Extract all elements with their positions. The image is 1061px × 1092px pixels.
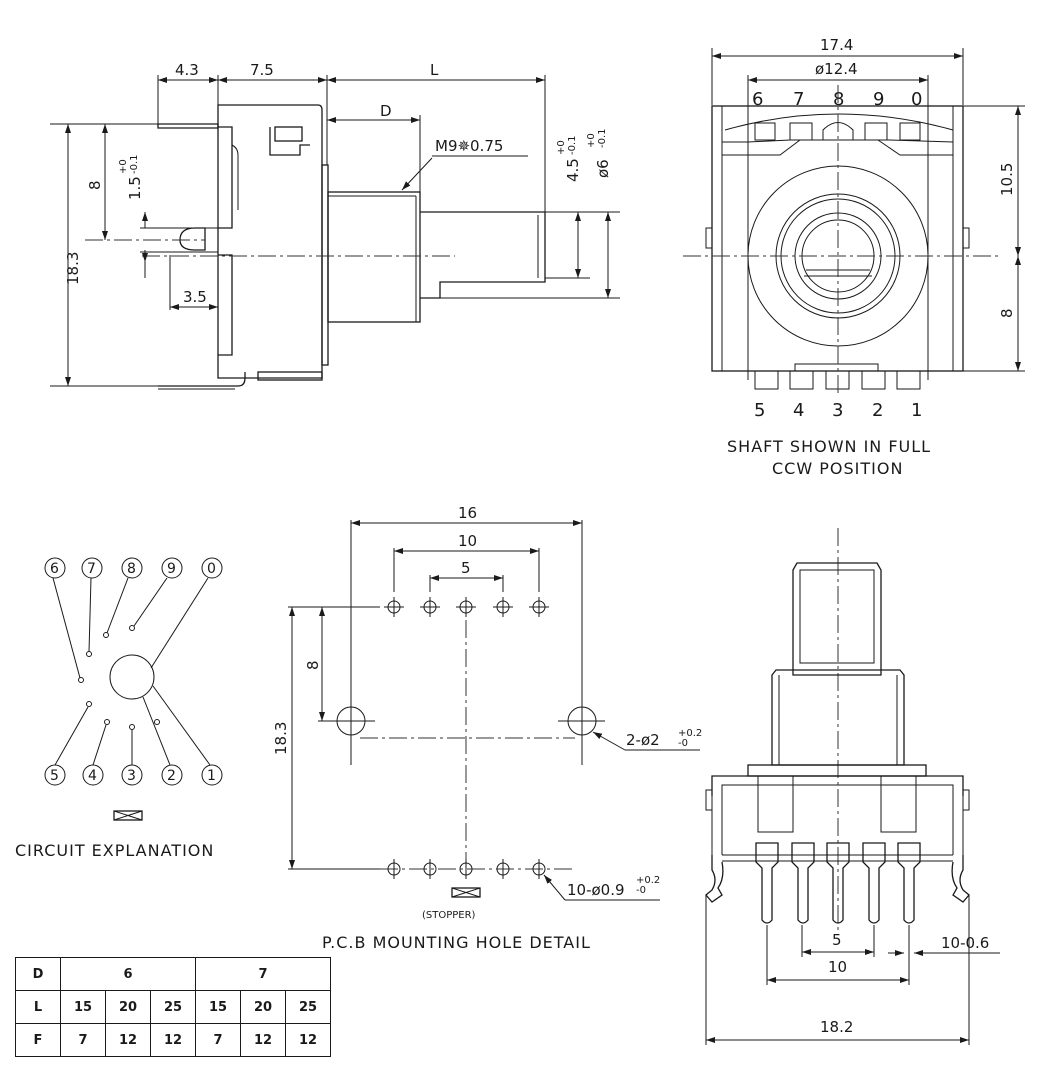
spec-table: D 6 7 L 15 20 25 15 20 25 F 7 12 12 7 12…	[15, 957, 331, 1057]
circuit-label-8: 8	[127, 561, 136, 577]
row-label-f: F	[15, 1023, 61, 1057]
pcb-dim-10: 10	[458, 532, 477, 550]
pcb-pin-hole-spec: 10-ø0.9	[567, 881, 625, 899]
l-value: 25	[150, 990, 196, 1024]
dim-shaft-tol-plus: +0	[586, 133, 597, 148]
side-view: 4.3 7.5 L D M9✵0.75	[50, 61, 620, 390]
circuit-label-3: 3	[127, 768, 136, 784]
f-value: 12	[150, 1023, 196, 1057]
circuit-label-7: 7	[87, 561, 96, 577]
dim-4.5: 4.5	[564, 158, 582, 182]
front-bottom-pin-labels: 5 4 3 2 1	[754, 400, 922, 421]
l-value: 15	[60, 990, 106, 1024]
front-pin-7: 7	[793, 89, 804, 110]
front-pin-5: 5	[754, 400, 765, 421]
pcb-mount-hole-tol-plus: +0.2	[678, 728, 702, 739]
dim-1.5-tol-plus: +0	[118, 159, 129, 174]
l-value: 20	[105, 990, 151, 1024]
circuit-label-1: 1	[207, 768, 216, 784]
pcb-caption: P.C.B MOUNTING HOLE DETAIL	[322, 933, 591, 952]
f-value: 7	[195, 1023, 241, 1057]
pcb-top-holes	[384, 597, 549, 617]
bottom-dim-18.2: 18.2	[820, 1018, 853, 1036]
dim-3.5: 3.5	[183, 288, 207, 306]
dim-shaft-dia: ø6	[594, 159, 612, 178]
circuit-label-6: 6	[50, 561, 59, 577]
dim-8-front: 8	[998, 308, 1016, 318]
bottom-dim-5: 5	[832, 931, 842, 949]
front-pin-3: 3	[832, 400, 843, 421]
front-pin-8: 8	[833, 89, 844, 110]
thread-spec: M9✵0.75	[435, 137, 503, 155]
dim-1.5-tol-minus: -0.1	[129, 154, 140, 174]
l-value: 25	[285, 990, 331, 1024]
pcb-pin-hole-tol-minus: -0	[636, 885, 646, 896]
front-caption-1: SHAFT SHOWN IN FULL	[727, 437, 931, 456]
stopper-symbol-icon	[113, 810, 143, 821]
pcb-mount-hole-spec: 2-ø2	[626, 731, 660, 749]
dim-4.3: 4.3	[175, 61, 199, 79]
pcb-mount-hole-tol-minus: -0	[678, 738, 688, 749]
circuit-bottom-labels: 5 4 3 2 1	[44, 764, 223, 786]
f-value: 7	[60, 1023, 106, 1057]
f-value: 12	[105, 1023, 151, 1057]
circuit-caption: CIRCUIT EXPLANATION	[15, 841, 214, 860]
front-pin-9: 9	[873, 89, 884, 110]
dim-4.5-tol-minus: -0.1	[567, 135, 578, 155]
table-row-d: D 6 7	[15, 957, 331, 991]
circuit-explanation: 6 7 8 9 0 5 4 3 2 1 CIRCUIT EXPLANATION	[15, 557, 223, 860]
f-value: 12	[240, 1023, 286, 1057]
front-caption-2: CCW POSITION	[772, 459, 903, 478]
pcb-dim-8: 8	[304, 660, 322, 670]
bottom-dim-pin-width: 10-0.6	[941, 934, 989, 952]
front-top-pin-labels: 6 7 8 9 0	[752, 89, 922, 110]
front-pin-6: 6	[752, 89, 763, 110]
dim-17.4: 17.4	[820, 36, 853, 54]
bottom-view: 5 10 18.2 10-0.6	[705, 528, 1000, 1045]
circuit-label-0: 0	[207, 561, 216, 577]
table-row-f: F 7 12 12 7 12 12	[15, 1023, 331, 1057]
dim-shaft-tol-minus: -0.1	[597, 128, 608, 148]
pcb-pin-hole-tol-plus: +0.2	[636, 875, 660, 886]
l-value: 20	[240, 990, 286, 1024]
bottom-view-pins	[755, 842, 921, 924]
circuit-label-4: 4	[88, 768, 97, 784]
pcb-stopper-label: (STOPPER)	[422, 910, 476, 921]
front-pin-1: 1	[911, 400, 922, 421]
pcb-hole-detail: 16 10 5 8 18.3 2	[272, 504, 702, 952]
dim-D: D	[380, 102, 392, 120]
pcb-stopper-icon	[451, 887, 481, 898]
dim-10.5: 10.5	[998, 163, 1016, 196]
front-pin-0: 0	[911, 89, 922, 110]
circuit-top-labels: 6 7 8 9 0	[44, 557, 223, 579]
row-label-l: L	[15, 990, 61, 1024]
bottom-dim-10: 10	[828, 958, 847, 976]
dim-1.5: 1.5	[126, 176, 144, 200]
front-pin-2: 2	[872, 400, 883, 421]
d-value-6: 6	[60, 957, 196, 991]
d-value-7: 7	[195, 957, 331, 991]
pcb-dim-18.3: 18.3	[272, 722, 290, 755]
dim-ring-dia: ø12.4	[815, 60, 858, 78]
pcb-dim-5: 5	[461, 559, 471, 577]
dim-18.3-side: 18.3	[64, 252, 82, 285]
table-row-l: L 15 20 25 15 20 25	[15, 990, 331, 1024]
front-pin-4: 4	[793, 400, 804, 421]
dim-4.5-tol-plus: +0	[556, 140, 567, 155]
l-value: 15	[195, 990, 241, 1024]
circuit-label-5: 5	[50, 768, 59, 784]
circuit-label-2: 2	[167, 768, 176, 784]
pcb-dim-16: 16	[458, 504, 477, 522]
row-label-d: D	[15, 957, 61, 991]
dim-7.5: 7.5	[250, 61, 274, 79]
pcb-bottom-holes	[387, 859, 546, 879]
f-value: 12	[285, 1023, 331, 1057]
dim-L: L	[430, 61, 439, 79]
dim-8-side: 8	[86, 180, 104, 190]
circuit-label-9: 9	[167, 561, 176, 577]
front-view: 17.4 ø12.4 6 7 8 9 0	[683, 36, 1025, 478]
